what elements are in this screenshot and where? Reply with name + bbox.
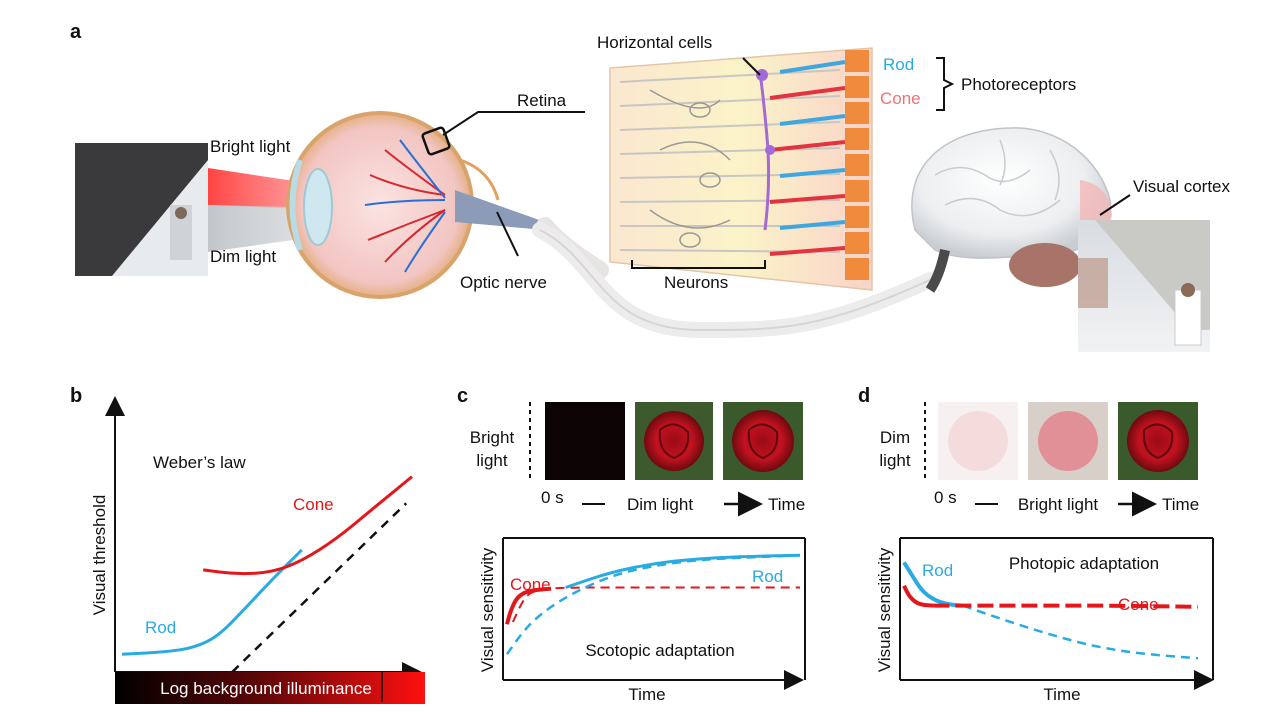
chart-c-phase: Dim light xyxy=(627,495,693,514)
illuminance-gradient-bar xyxy=(115,672,425,704)
chart-d-rose-image-3 xyxy=(1118,402,1198,480)
chart-c-series-cone xyxy=(505,586,552,625)
chart-b-series-cone xyxy=(203,475,413,576)
chart-b-label-rod: Rod xyxy=(145,618,176,637)
panel-letter-b: b xyxy=(70,385,82,407)
label-optic-nerve: Optic nerve xyxy=(460,273,547,292)
chart-c-label-rod: Rod xyxy=(752,567,783,586)
label-visual-cortex: Visual cortex xyxy=(1133,177,1231,196)
chart-c-caption: Scotopic adaptation xyxy=(585,641,734,660)
chart-d-ylabel: Visual sensitivity xyxy=(875,547,894,672)
chart-d-series-rod xyxy=(902,561,963,608)
visual-cortex-callout-line xyxy=(1099,194,1131,216)
label-horizontal-cells: Horizontal cells xyxy=(597,33,712,52)
chart-b-ylabel: Visual threshold xyxy=(90,495,109,616)
retina-cross-section xyxy=(609,47,873,291)
chart-c xyxy=(502,537,806,690)
chart-c-ylabel: Visual sensitivity xyxy=(478,547,497,672)
chart-d-series-cone-dashed xyxy=(933,603,1199,609)
optic-nerve-callout-line xyxy=(496,211,519,257)
chart-d-rose-image-1 xyxy=(938,402,1018,480)
eye-illustration xyxy=(286,111,609,299)
horizontal-cells-callout-line xyxy=(742,57,761,76)
chart-c-rose-sequence xyxy=(545,402,803,480)
chart-d-xlabel: Time xyxy=(1043,685,1080,704)
label-neurons: Neurons xyxy=(664,273,728,292)
chart-c-condition-line1: Bright xyxy=(470,428,515,447)
label-bright-light: Bright light xyxy=(210,137,291,156)
panel-letter-c: c xyxy=(457,385,468,407)
chart-c-time-arrow-label: Time xyxy=(768,495,805,514)
scene-photo-right xyxy=(1078,220,1210,352)
chart-c-rose-image-3 xyxy=(723,402,803,480)
panel-letter-d: d xyxy=(858,385,870,407)
neurons-bracket xyxy=(631,260,766,269)
chart-b-label-cone: Cone xyxy=(293,495,334,514)
chart-b-xlabel: Log background illuminance xyxy=(160,679,372,698)
chart-c-label-cone: Cone xyxy=(510,575,551,594)
chart-d-condition-line1: Dim xyxy=(880,428,910,447)
chart-c-rose-image-2 xyxy=(635,402,713,480)
chart-c-series-rod-dashed xyxy=(505,554,801,655)
chart-d-t0: 0 s xyxy=(934,488,957,507)
panel-letter-a: a xyxy=(70,21,82,43)
chart-c-rose-image-1 xyxy=(545,402,625,480)
chart-d-caption: Photopic adaptation xyxy=(1009,554,1159,573)
chart-d-time-arrow-label: Time xyxy=(1162,495,1199,514)
brain-illustration xyxy=(911,127,1112,293)
chart-d-label-rod: Rod xyxy=(922,561,953,580)
chart-c-series-cone-dashed xyxy=(511,586,800,623)
photoreceptors-bracket xyxy=(936,57,955,111)
chart-b xyxy=(105,396,425,704)
chart-d-rose-image-2 xyxy=(1028,402,1108,480)
chart-d-series-rod-dashed xyxy=(962,604,1199,660)
chart-c-t0: 0 s xyxy=(541,488,564,507)
chart-d-label-cone: Cone xyxy=(1118,595,1159,614)
chart-b-series-dashed xyxy=(231,502,408,673)
retina-callout-box xyxy=(421,126,451,156)
retina-callout-line xyxy=(442,111,585,136)
chart-b-series-rod xyxy=(121,548,303,656)
chart-b-title: Weber’s law xyxy=(153,453,246,472)
chart-c-xlabel: Time xyxy=(628,685,665,704)
chart-d-rose-sequence xyxy=(938,402,1198,480)
label-photoreceptors: Photoreceptors xyxy=(961,75,1076,94)
scene-photo-left xyxy=(75,143,208,276)
label-dim-light: Dim light xyxy=(210,247,276,266)
label-retina: Retina xyxy=(517,91,567,110)
label-rod: Rod xyxy=(883,55,914,74)
chart-c-series-rod xyxy=(565,553,801,589)
chart-c-condition-line2: light xyxy=(476,451,507,470)
chart-d-series-cone xyxy=(902,584,934,608)
chart-d-phase: Bright light xyxy=(1018,495,1099,514)
chart-d-condition-line2: light xyxy=(879,451,910,470)
label-cone: Cone xyxy=(880,89,921,108)
chart-d xyxy=(899,537,1214,690)
